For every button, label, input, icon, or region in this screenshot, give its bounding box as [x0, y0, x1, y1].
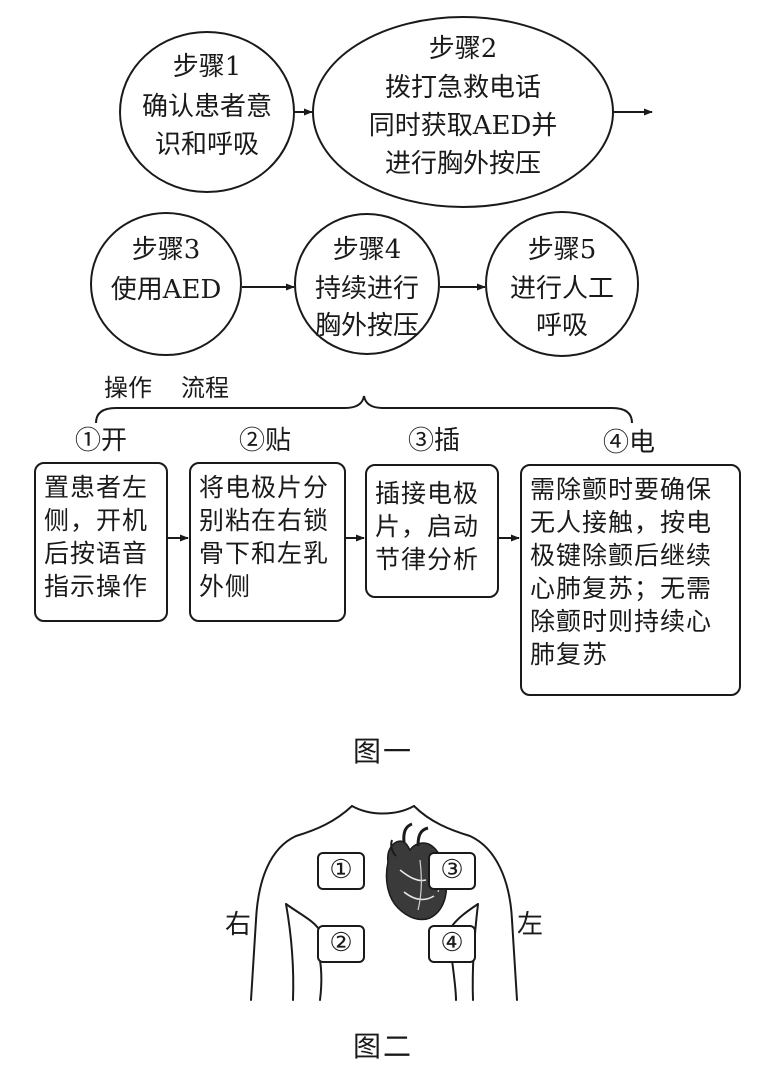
step5-label: 步骤5 [527, 235, 597, 265]
stage1-text: 置患者左侧，开机后按语音指示操作 [44, 473, 149, 601]
step5-text-line1: 进行人工 [509, 274, 614, 304]
stage2-box [189, 462, 346, 622]
step2-text-line3: 进行胸外按压 [384, 149, 541, 179]
stage4-label: ④电 [603, 428, 656, 458]
stage4-text: 需除颤时要确保无人接触，按电极键除颤后继续心肺复苏；无需除颤时则持续心肺复苏 [530, 475, 713, 669]
step3-label: 步骤3 [131, 235, 201, 265]
electrode-marker-3: ③ [440, 855, 464, 885]
step3-circle [90, 212, 242, 356]
step2-text-line2: 同时获取AED并 [368, 111, 558, 141]
stage2-text: 将电极片分别粘在右锁骨下和左乳外侧 [199, 473, 330, 601]
right-arm-line [285, 903, 295, 1001]
stage3-text: 插接电极片，启动节律分析 [375, 479, 480, 574]
stage1-box [34, 462, 168, 622]
step1-circle [119, 31, 295, 193]
stage2-label: ②贴 [239, 426, 292, 456]
electrode-marker-2-box [317, 925, 365, 963]
step1-label: 步骤1 [172, 52, 242, 82]
step4-label: 步骤4 [332, 235, 402, 265]
torso-right-outline [250, 805, 353, 1001]
neck-line [351, 805, 415, 815]
torso-left-outline [413, 805, 518, 1001]
figure1-caption: 图一 [353, 735, 414, 768]
stage3-box [365, 464, 499, 598]
brace-label-left: 操作 [104, 374, 152, 402]
electrode-marker-3-box [428, 852, 476, 890]
step2-label: 步骤2 [428, 34, 498, 64]
electrode-marker-4: ④ [440, 928, 464, 958]
left-side-label: 左 [517, 910, 544, 940]
stage3-label: ③插 [408, 426, 461, 456]
electrode-marker-1-box [317, 852, 365, 890]
right-armpit-line [285, 903, 319, 929]
electrode-marker-2: ② [329, 928, 353, 958]
step5-text-line2: 呼吸 [535, 311, 588, 341]
left-armpit-line [451, 903, 479, 927]
step1-text-line2: 识和呼吸 [154, 130, 259, 160]
step4-text-line2: 胸外按压 [314, 311, 419, 341]
step5-circle [485, 211, 639, 357]
step4-circle [294, 213, 440, 355]
step2-text-line1: 拨打急救电话 [384, 73, 541, 103]
right-side-label: 右 [225, 910, 252, 940]
operation-brace [95, 395, 633, 424]
electrode-marker-4-box [428, 925, 476, 963]
electrode-marker-1: ① [329, 855, 353, 885]
brace-label-right: 流程 [181, 374, 229, 402]
step3-text-line1: 使用AED [110, 275, 222, 305]
stage1-label: ①开 [75, 426, 128, 456]
stage4-box [520, 464, 741, 696]
figure2-caption: 图二 [353, 1030, 414, 1063]
step1-text-line1: 确认患者意 [141, 92, 272, 122]
left-chest-fold [451, 959, 457, 1001]
step4-text-line1: 持续进行 [314, 274, 419, 304]
